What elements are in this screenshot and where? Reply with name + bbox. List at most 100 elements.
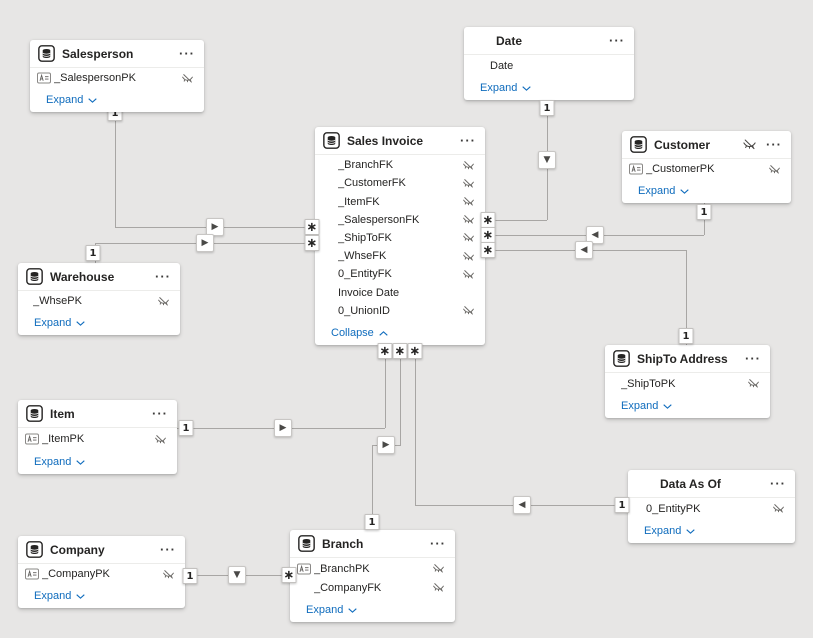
relationship-line-branch-salesinvoice[interactable] xyxy=(400,345,401,445)
table-more-options-button[interactable]: ··· xyxy=(160,541,176,557)
field-row[interactable]: _CompanyFK xyxy=(290,578,455,597)
table-card-date[interactable]: Date ··· Date xyxy=(464,27,634,100)
filter-direction-arrow-icon[interactable]: ▶ xyxy=(274,419,292,437)
table-card-sales-invoice[interactable]: Sales Invoice ··· _BranchFK xyxy=(315,127,485,345)
table-title: ShipTo Address xyxy=(637,351,728,366)
table-expand-toggle[interactable]: Expand xyxy=(30,88,204,112)
relationship-line-date-salesinvoice[interactable] xyxy=(485,220,547,221)
hidden-eye-icon[interactable] xyxy=(162,568,175,581)
field-row[interactable]: _CustomerPK xyxy=(622,160,791,178)
table-expand-toggle[interactable]: Expand xyxy=(18,450,177,474)
field-row[interactable]: 0_UnionID xyxy=(315,302,485,320)
table-title: Data As Of xyxy=(660,476,721,491)
hidden-eye-icon[interactable] xyxy=(462,304,475,317)
field-name: _WhseFK xyxy=(338,250,387,263)
table-field-list: _WhsePK xyxy=(18,291,180,311)
filter-direction-arrow-icon[interactable]: ◀ xyxy=(513,496,531,514)
table-card-company[interactable]: Company ··· _CompanyPK xyxy=(18,536,185,608)
table-title: Item xyxy=(50,406,75,421)
cardinality-many-badge: ∗ xyxy=(304,219,320,235)
table-card-salesperson[interactable]: Salesperson ··· _SalespersonPK xyxy=(30,40,204,112)
relationship-line-salesperson-salesinvoice[interactable] xyxy=(115,112,116,227)
hidden-eye-icon[interactable] xyxy=(157,295,170,308)
filter-direction-arrow-icon[interactable]: ◀ xyxy=(586,226,604,244)
filter-direction-arrow-icon[interactable]: ▶ xyxy=(196,234,214,252)
hidden-eye-icon[interactable] xyxy=(462,195,475,208)
field-row[interactable]: 0_EntityFK xyxy=(315,265,485,283)
field-row[interactable]: _WhseFK xyxy=(315,247,485,265)
filter-direction-arrow-icon[interactable]: ▼ xyxy=(538,151,556,169)
expand-collapse-label: Expand xyxy=(306,604,344,616)
hidden-eye-icon[interactable] xyxy=(181,72,194,85)
relationship-line-branch-salesinvoice[interactable] xyxy=(372,445,373,530)
table-expand-toggle[interactable]: Expand xyxy=(622,179,791,203)
table-expand-toggle[interactable]: Expand xyxy=(605,394,770,418)
hidden-eye-icon[interactable] xyxy=(432,562,445,575)
table-expand-toggle[interactable]: Expand xyxy=(290,598,455,622)
chevron-icon xyxy=(88,97,97,103)
hidden-eye-icon[interactable] xyxy=(432,581,445,594)
hidden-eye-icon[interactable] xyxy=(462,250,475,263)
expand-collapse-label: Expand xyxy=(644,525,682,537)
table-card-shipto-address[interactable]: ShipTo Address ··· _ShipToPK xyxy=(605,345,770,418)
hidden-eye-icon[interactable] xyxy=(768,163,781,176)
field-row[interactable]: 0_EntityPK xyxy=(628,499,795,518)
filter-direction-arrow-icon[interactable]: ◀ xyxy=(575,241,593,259)
hidden-eye-icon[interactable] xyxy=(772,502,785,515)
relationship-line-dataasof-salesinvoice[interactable] xyxy=(415,345,416,505)
table-card-data-as-of[interactable]: Data As Of ··· 0_EntityPK xyxy=(628,470,795,543)
field-name: _BranchPK xyxy=(314,562,370,575)
table-more-options-button[interactable]: ··· xyxy=(609,32,625,48)
field-row[interactable]: _WhsePK xyxy=(18,292,180,310)
expand-collapse-label: Expand xyxy=(638,185,676,197)
field-row[interactable]: _CompanyPK xyxy=(18,565,185,583)
hidden-eye-icon[interactable] xyxy=(462,231,475,244)
table-expand-toggle[interactable]: Expand xyxy=(628,519,795,543)
hidden-eye-icon[interactable] xyxy=(462,159,475,172)
filter-direction-arrow-icon[interactable]: ▶ xyxy=(377,436,395,454)
table-expand-toggle[interactable]: Expand xyxy=(464,76,634,100)
field-row[interactable]: Invoice Date xyxy=(315,284,485,302)
table-expand-toggle[interactable]: Collapse xyxy=(315,321,485,345)
table-card-warehouse[interactable]: Warehouse ··· _WhsePK xyxy=(18,263,180,335)
field-row[interactable]: _BranchFK xyxy=(315,156,485,174)
table-expand-toggle[interactable]: Expand xyxy=(18,311,180,335)
cardinality-one-badge: 1 xyxy=(696,204,712,220)
table-expand-toggle[interactable]: Expand xyxy=(18,584,185,608)
table-more-options-button[interactable]: ··· xyxy=(745,350,761,366)
field-row[interactable]: _ItemFK xyxy=(315,192,485,210)
hidden-eye-icon[interactable] xyxy=(462,213,475,226)
hidden-eye-icon[interactable] xyxy=(462,268,475,281)
table-more-options-button[interactable]: ··· xyxy=(155,268,171,284)
table-more-options-button[interactable]: ··· xyxy=(152,405,168,421)
table-field-list: _SalespersonPK xyxy=(30,68,204,88)
table-more-options-button[interactable]: ··· xyxy=(460,132,476,148)
field-row[interactable]: _SalespersonPK xyxy=(30,69,204,87)
filter-direction-arrow-icon[interactable]: ▶ xyxy=(206,218,224,236)
table-more-options-button[interactable]: ··· xyxy=(770,475,786,491)
hidden-eye-icon[interactable] xyxy=(747,377,760,390)
table-card-branch[interactable]: Branch ··· _BranchPK xyxy=(290,530,455,622)
field-row[interactable]: Date xyxy=(464,56,634,75)
field-row[interactable]: _ShipToFK xyxy=(315,229,485,247)
table-card-customer[interactable]: Customer ··· _CustomerPK xyxy=(622,131,791,203)
filter-direction-arrow-icon[interactable]: ▼ xyxy=(228,566,246,584)
table-hidden-eye-icon[interactable] xyxy=(742,137,757,152)
field-row[interactable]: _SalespersonFK xyxy=(315,211,485,229)
relationship-line-shipto-salesinvoice[interactable] xyxy=(686,250,687,345)
field-name: 0_EntityPK xyxy=(646,502,701,515)
table-field-list: 0_EntityPK xyxy=(628,498,795,519)
table-more-options-button[interactable]: ··· xyxy=(179,45,195,61)
field-row[interactable]: _ShipToPK xyxy=(605,374,770,393)
relationship-line-item-salesinvoice[interactable] xyxy=(385,345,386,428)
table-card-item[interactable]: Item ··· _ItemPK xyxy=(18,400,177,474)
table-header: Branch ··· xyxy=(290,530,455,558)
hidden-eye-icon[interactable] xyxy=(462,177,475,190)
hidden-eye-icon[interactable] xyxy=(154,433,167,446)
field-row[interactable]: _ItemPK xyxy=(18,429,177,449)
table-more-options-button[interactable]: ··· xyxy=(430,535,446,551)
field-row[interactable]: _BranchPK xyxy=(290,559,455,578)
table-more-options-button[interactable]: ··· xyxy=(766,136,782,152)
field-name: _CustomerFK xyxy=(338,177,406,190)
field-row[interactable]: _CustomerFK xyxy=(315,174,485,192)
